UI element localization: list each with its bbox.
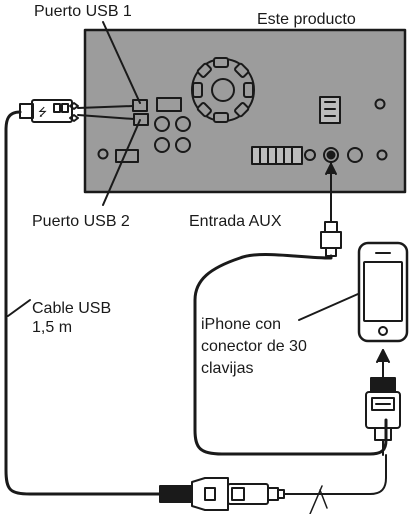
usb-cable: [4, 110, 162, 496]
dock-connector-icon: [365, 349, 401, 456]
iphone-icon: [357, 241, 409, 343]
usb-port-2-label: Puerto USB 2: [32, 213, 130, 230]
usb-cable-label: Cable USB 1,5 m: [32, 300, 112, 336]
usb-cable-leader: [7, 299, 31, 317]
usb-plug-icon: ⭍: [19, 99, 135, 123]
hdmi-port: [156, 97, 182, 112]
head-unit-rear-panel: [83, 28, 407, 194]
aux-cable: [193, 252, 388, 456]
usb-port-1-leader: [102, 21, 141, 104]
aux-input-label: Entrada AUX: [189, 213, 282, 230]
usb-port-1-label: Puerto USB 1: [34, 3, 132, 20]
aux-plug-icon: [320, 199, 342, 257]
product-label: Este producto: [257, 11, 356, 28]
iphone-label: iPhone con conector de 30 clavijas: [201, 316, 307, 377]
usb-port-2-leader: [102, 119, 141, 206]
cooling-fan-icon: [191, 57, 255, 123]
iphone-leader: [298, 293, 359, 321]
usb-coupler: [159, 454, 387, 514]
svg-text:⭍: ⭍: [38, 106, 47, 119]
